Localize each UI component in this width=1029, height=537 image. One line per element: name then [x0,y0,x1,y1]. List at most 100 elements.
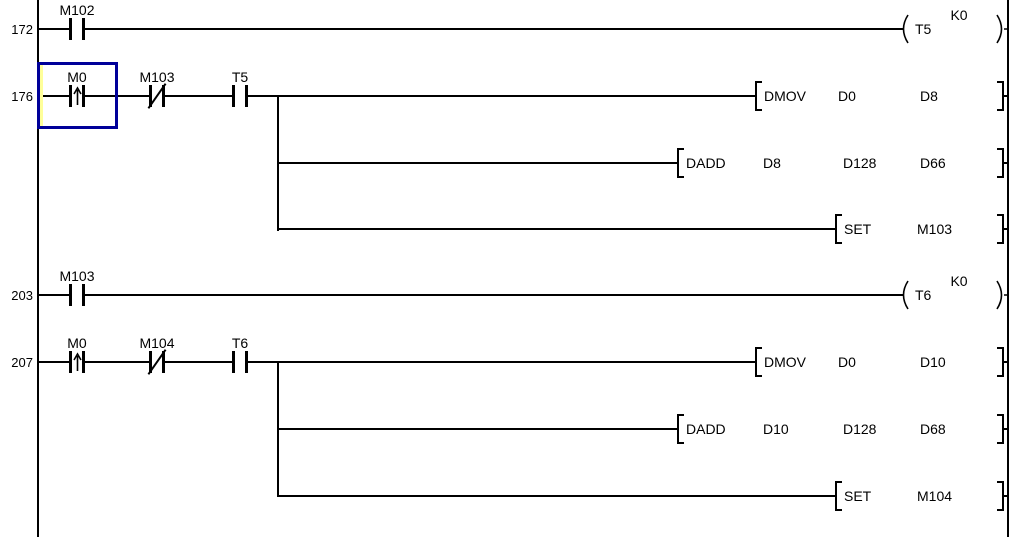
rising-edge-arrow-icon [73,86,82,105]
left-bracket-icon [677,414,684,444]
coil-device: T5 [915,21,932,37]
wire-h [165,361,232,363]
contact-bar [232,351,235,373]
rising-edge-arrow-icon [73,352,82,371]
instruction-opcode: DADD [686,155,726,171]
instruction-operand: D0 [838,88,856,104]
contact-bar [245,351,248,373]
instruction-opcode: DMOV [764,88,806,104]
instruction-operand: M104 [917,488,953,504]
coil-left-paren-icon [902,14,909,44]
contact-label: M104 [139,335,175,351]
contact-bar [149,351,152,373]
wire-h [165,95,232,97]
wire-h [85,361,149,363]
contact-normally-open[interactable] [69,18,85,40]
instruction-operand: D8 [920,88,938,104]
instruction-operand: D0 [838,354,856,370]
instruction-opcode: DMOV [764,354,806,370]
instruction-operand: D66 [920,155,946,171]
contact-bar [69,18,72,40]
timer-coil[interactable]: T5 [899,14,1007,44]
selection-cursor [37,62,118,129]
coil-constant: K0 [950,273,968,289]
contact-bar [149,85,152,107]
contact-label: M102 [59,2,95,18]
left-bracket-icon [755,347,762,377]
contact-bar [82,351,85,373]
contact-rising-pulse[interactable] [69,351,85,373]
instruction-dmov[interactable]: DMOV D0 D10 [754,347,1007,377]
contact-normally-open[interactable] [232,351,248,373]
left-bracket-icon [755,81,762,111]
contact-label: M0 [67,335,87,351]
contact-bar [162,85,165,107]
contact-normally-closed[interactable] [147,349,167,375]
timer-coil[interactable]: T6 [899,280,1007,310]
contact-normally-closed[interactable] [147,83,167,109]
left-power-rail [37,0,39,537]
contact-label: M103 [139,69,175,85]
contact-bar [162,351,165,373]
wire-h [278,162,677,164]
left-bracket-icon [835,481,842,511]
wire-h [278,228,835,230]
instruction-operand: M103 [917,221,953,237]
rung-step-number: 176 [11,89,33,104]
contact-bar [69,284,72,306]
wire-h [278,495,835,497]
instruction-operand: D128 [843,421,877,437]
coil-right-paren-icon [996,14,1007,44]
wire-h [85,28,903,30]
instruction-dmov[interactable]: DMOV D0 D8 [754,81,1007,111]
wire-h [39,294,69,296]
instruction-operand: D8 [763,155,781,171]
left-bracket-icon [835,214,842,244]
instruction-dadd[interactable]: DADD D8 D128 D66 [676,148,1007,178]
contact-bar [245,85,248,107]
right-bracket-icon [997,347,1007,377]
contact-bar [69,85,72,107]
instruction-dadd[interactable]: DADD D10 D128 D68 [676,414,1007,444]
instruction-opcode: DADD [686,421,726,437]
rung-step-number: 172 [11,22,33,37]
instruction-opcode: SET [844,221,872,237]
contact-bar [82,18,85,40]
rung-step-number: 203 [11,288,33,303]
contact-normally-open[interactable] [69,284,85,306]
left-bracket-icon [677,148,684,178]
instruction-set[interactable]: SET M103 [834,214,1007,244]
contact-bar [82,85,85,107]
instruction-opcode: SET [844,488,872,504]
instruction-set[interactable]: SET M104 [834,481,1007,511]
right-bracket-icon [997,481,1007,511]
coil-right-paren-icon [996,280,1007,310]
contact-bar [69,351,72,373]
instruction-operand: D10 [920,354,946,370]
wire-h [39,361,69,363]
contact-label: T6 [231,335,249,351]
wire-h [278,428,677,430]
contact-rising-pulse[interactable] [69,85,85,107]
contact-bar [82,284,85,306]
wire-h [248,95,755,97]
wire-h [39,28,69,30]
right-bracket-icon [997,414,1007,444]
instruction-operand: D68 [920,421,946,437]
right-bracket-icon [997,148,1007,178]
coil-device: T6 [915,287,932,303]
contact-bar [232,85,235,107]
edit-mode-marker [40,65,43,126]
right-bracket-icon [997,214,1007,244]
coil-constant: K0 [950,7,968,23]
right-power-rail [1007,0,1009,537]
contact-label: T5 [231,69,249,85]
contact-label: M103 [59,268,95,284]
right-bracket-icon [997,81,1007,111]
contact-label: M0 [67,69,87,85]
contact-normally-open[interactable] [232,85,248,107]
instruction-operand: D128 [843,155,877,171]
wire-h [248,361,755,363]
rung-step-number: 207 [11,355,33,370]
